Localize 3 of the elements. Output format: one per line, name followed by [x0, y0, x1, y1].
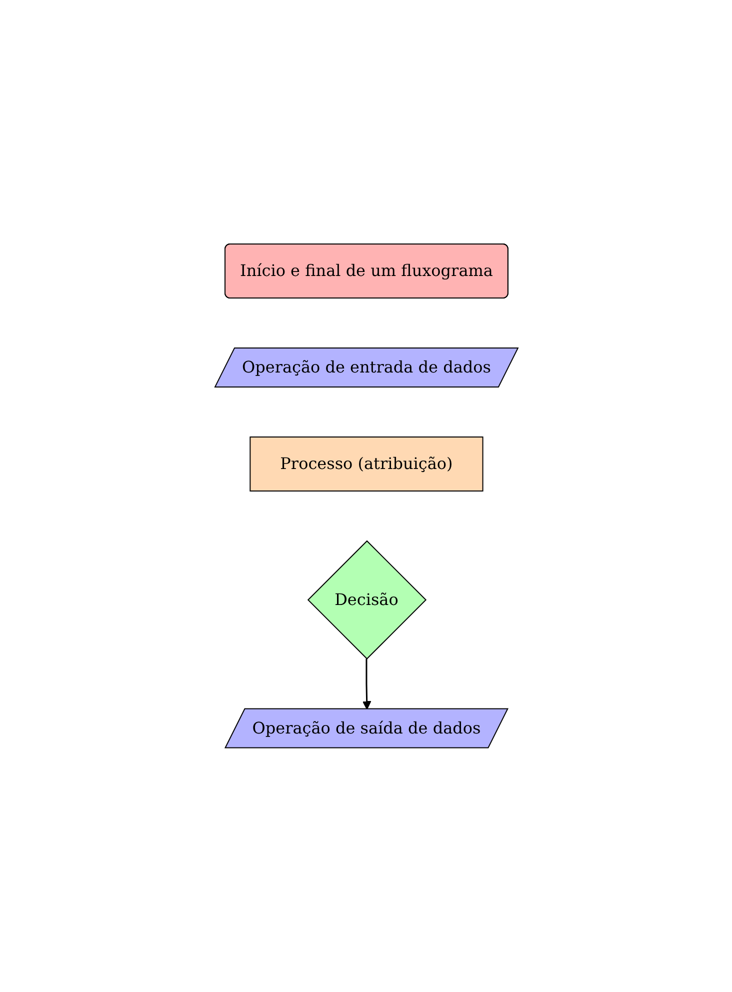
node-box: Processo (atribuição) — [249, 436, 483, 492]
node-diamond: Decisão — [306, 540, 426, 660]
arrow — [362, 658, 371, 710]
